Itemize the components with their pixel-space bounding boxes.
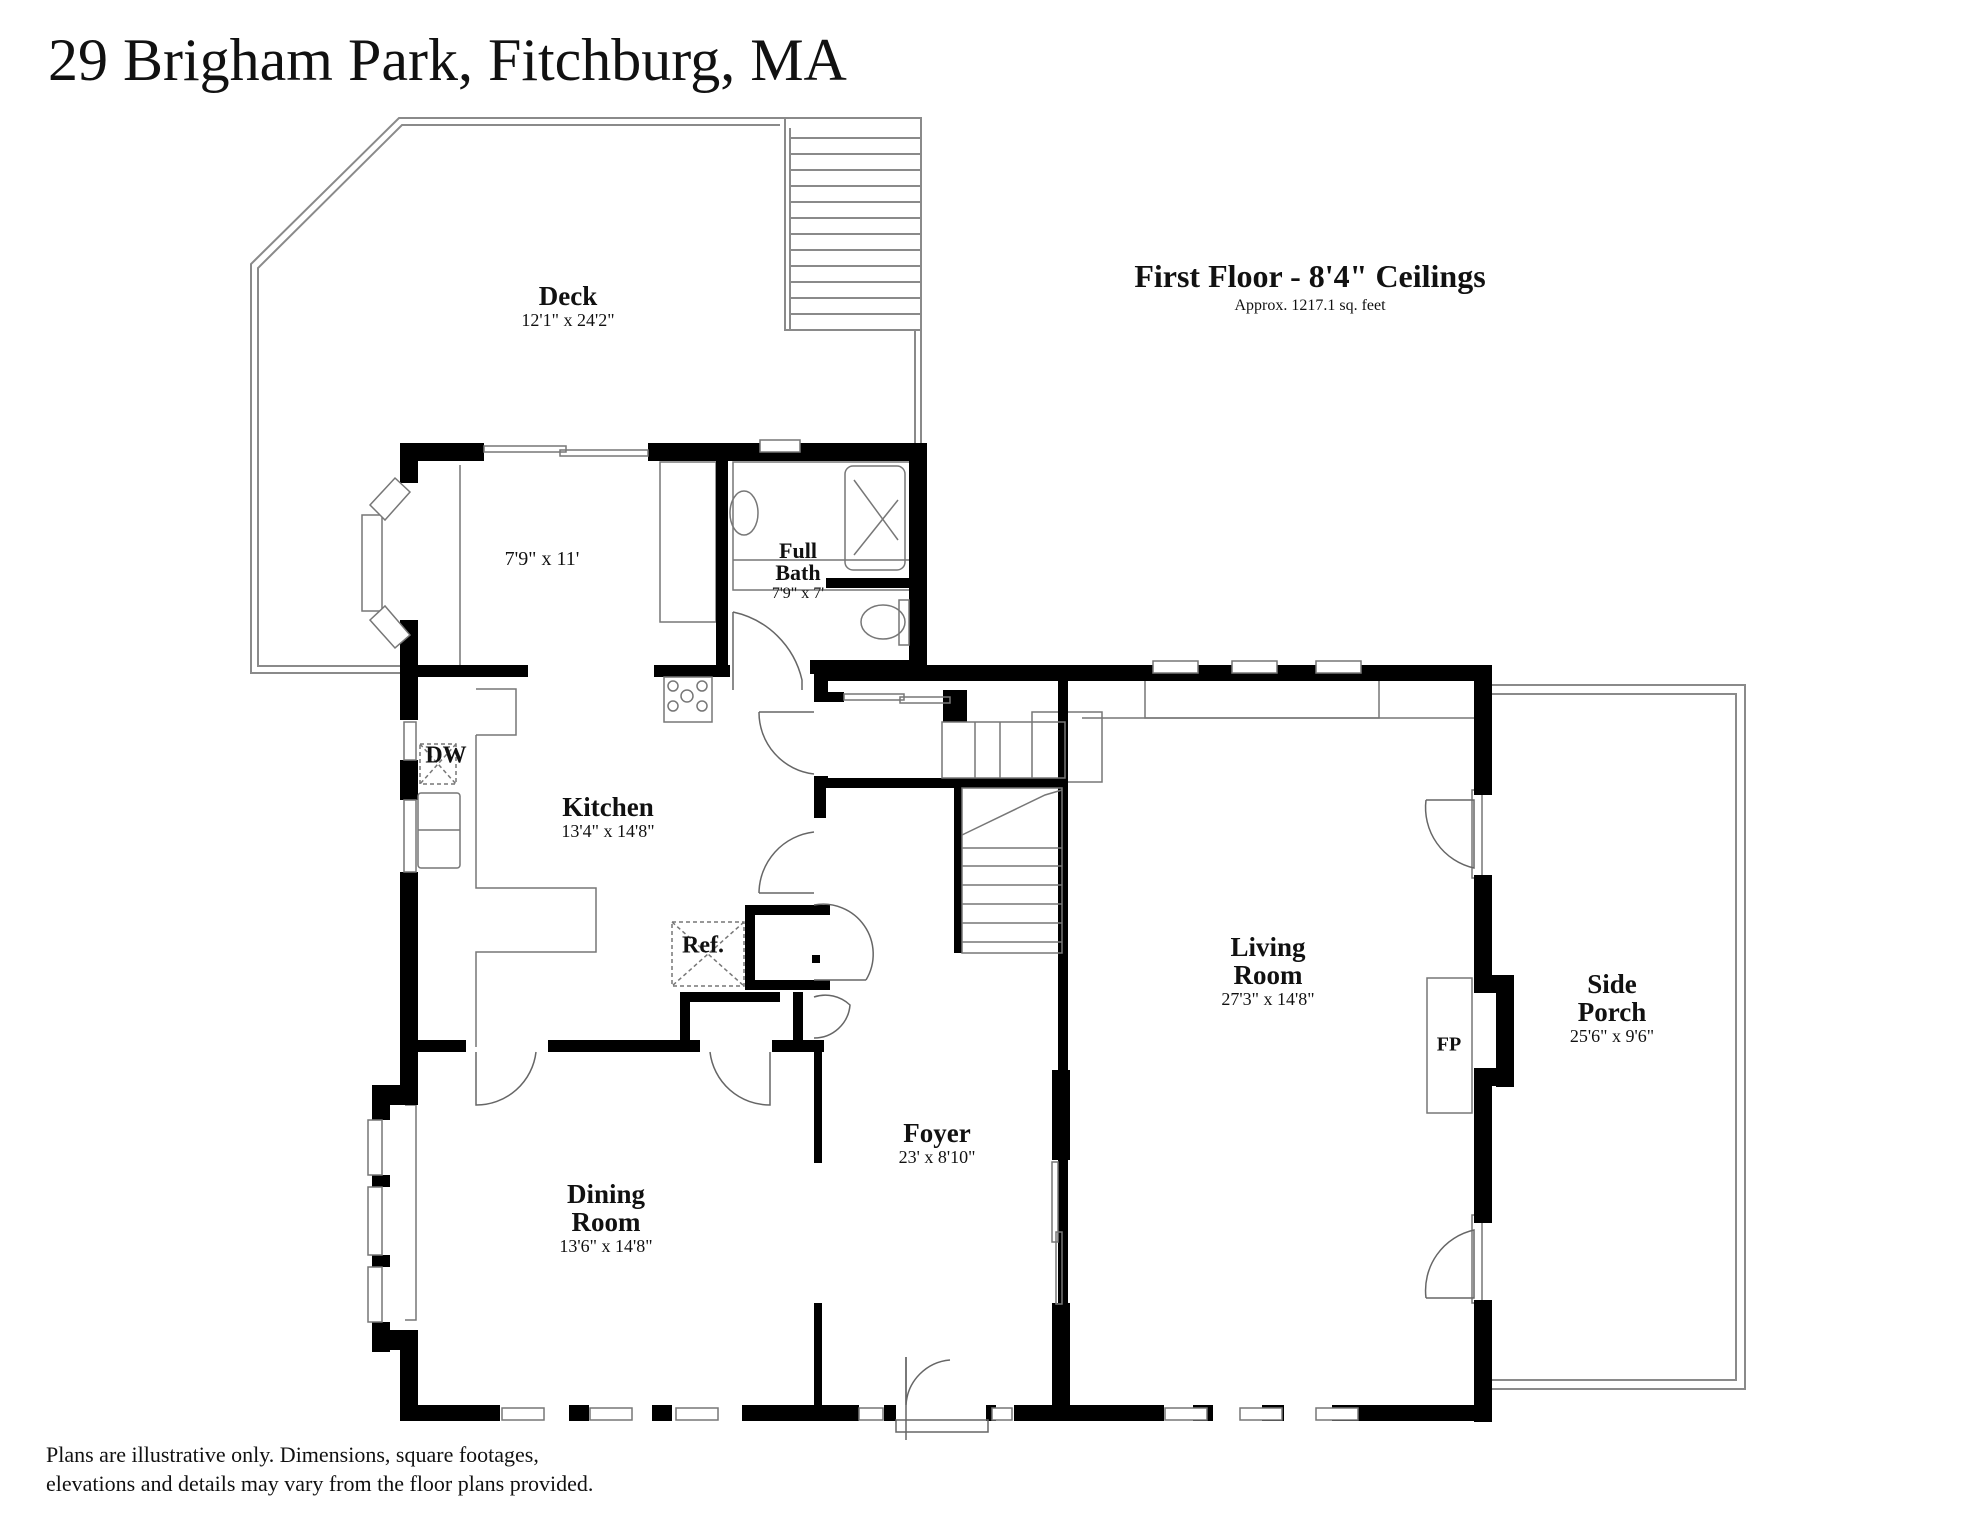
room-full-bath: Full Bath 7'9" x 7' xyxy=(772,540,824,604)
room-dining-room: Dining Room 13'6" x 14'8" xyxy=(559,1180,652,1256)
room-name-line2: Room xyxy=(571,1207,641,1237)
deck-stairs xyxy=(784,117,922,331)
room-deck: Deck 12'1" x 24'2" xyxy=(521,282,614,330)
room-name: Deck xyxy=(538,281,598,311)
dishwasher-label: DW xyxy=(425,742,467,769)
room-living-room: Living Room 27'3" x 14'8" xyxy=(1221,933,1314,1009)
door-swings xyxy=(475,611,1475,1440)
room-dims: 25'6" x 9'6" xyxy=(1569,1026,1655,1046)
room-name-line1: Full xyxy=(779,538,817,563)
windows xyxy=(361,439,1362,1421)
room-name-line2: Room xyxy=(1233,960,1303,990)
room-dims: 7'9" x 7' xyxy=(771,585,825,602)
bath-fixtures xyxy=(729,465,910,646)
room-kitchen: Kitchen 13'4" x 14'8" xyxy=(561,793,654,841)
floor-heading: First Floor - 8'4" Ceilings Approx. 1217… xyxy=(1090,258,1530,315)
refrigerator-label: Ref. xyxy=(682,932,724,959)
walls xyxy=(372,443,1514,1422)
page-title: 29 Brigham Park, Fitchburg, MA xyxy=(48,27,847,93)
room-dims: 23' x 8'10" xyxy=(898,1147,976,1167)
room-dims: 13'4" x 14'8" xyxy=(561,821,655,841)
interior-stairs xyxy=(941,721,1066,954)
room-side-porch: Side Porch 25'6" x 9'6" xyxy=(1570,970,1654,1046)
side-porch-outline xyxy=(1490,684,1746,1390)
room-name-line2: Porch xyxy=(1577,997,1647,1027)
room-name: Foyer xyxy=(903,1118,971,1148)
disclaimer-line-1: Plans are illustrative only. Dimensions,… xyxy=(46,1442,539,1467)
room-name-line2: Bath xyxy=(775,560,821,585)
room-name-line1: Living xyxy=(1230,932,1306,962)
floor-area: Approx. 1217.1 sq. feet xyxy=(1234,297,1386,314)
room-foyer: Foyer 23' x 8'10" xyxy=(899,1119,976,1167)
room-dims: 7'9" x 11' xyxy=(504,548,580,570)
fireplace-label: FP xyxy=(1436,1033,1462,1056)
room-dims: 13'6" x 14'8" xyxy=(559,1236,653,1256)
kitchen-fixtures xyxy=(417,676,745,987)
sliding-door xyxy=(483,445,1063,1305)
room-name-line1: Side xyxy=(1587,969,1637,999)
floor-ceiling-heading: First Floor - 8'4" Ceilings xyxy=(1134,258,1486,294)
room-dims: 27'3" x 14'8" xyxy=(1221,989,1315,1009)
room-name-line1: Dining xyxy=(566,1179,646,1209)
room-breakfast: 7'9" x 11' xyxy=(505,549,580,569)
disclaimer: Plans are illustrative only. Dimensions,… xyxy=(46,1440,593,1498)
disclaimer-line-2: elevations and details may vary from the… xyxy=(46,1471,594,1496)
room-dims: 12'1" x 24'2" xyxy=(521,310,615,330)
room-name: Kitchen xyxy=(562,792,654,822)
